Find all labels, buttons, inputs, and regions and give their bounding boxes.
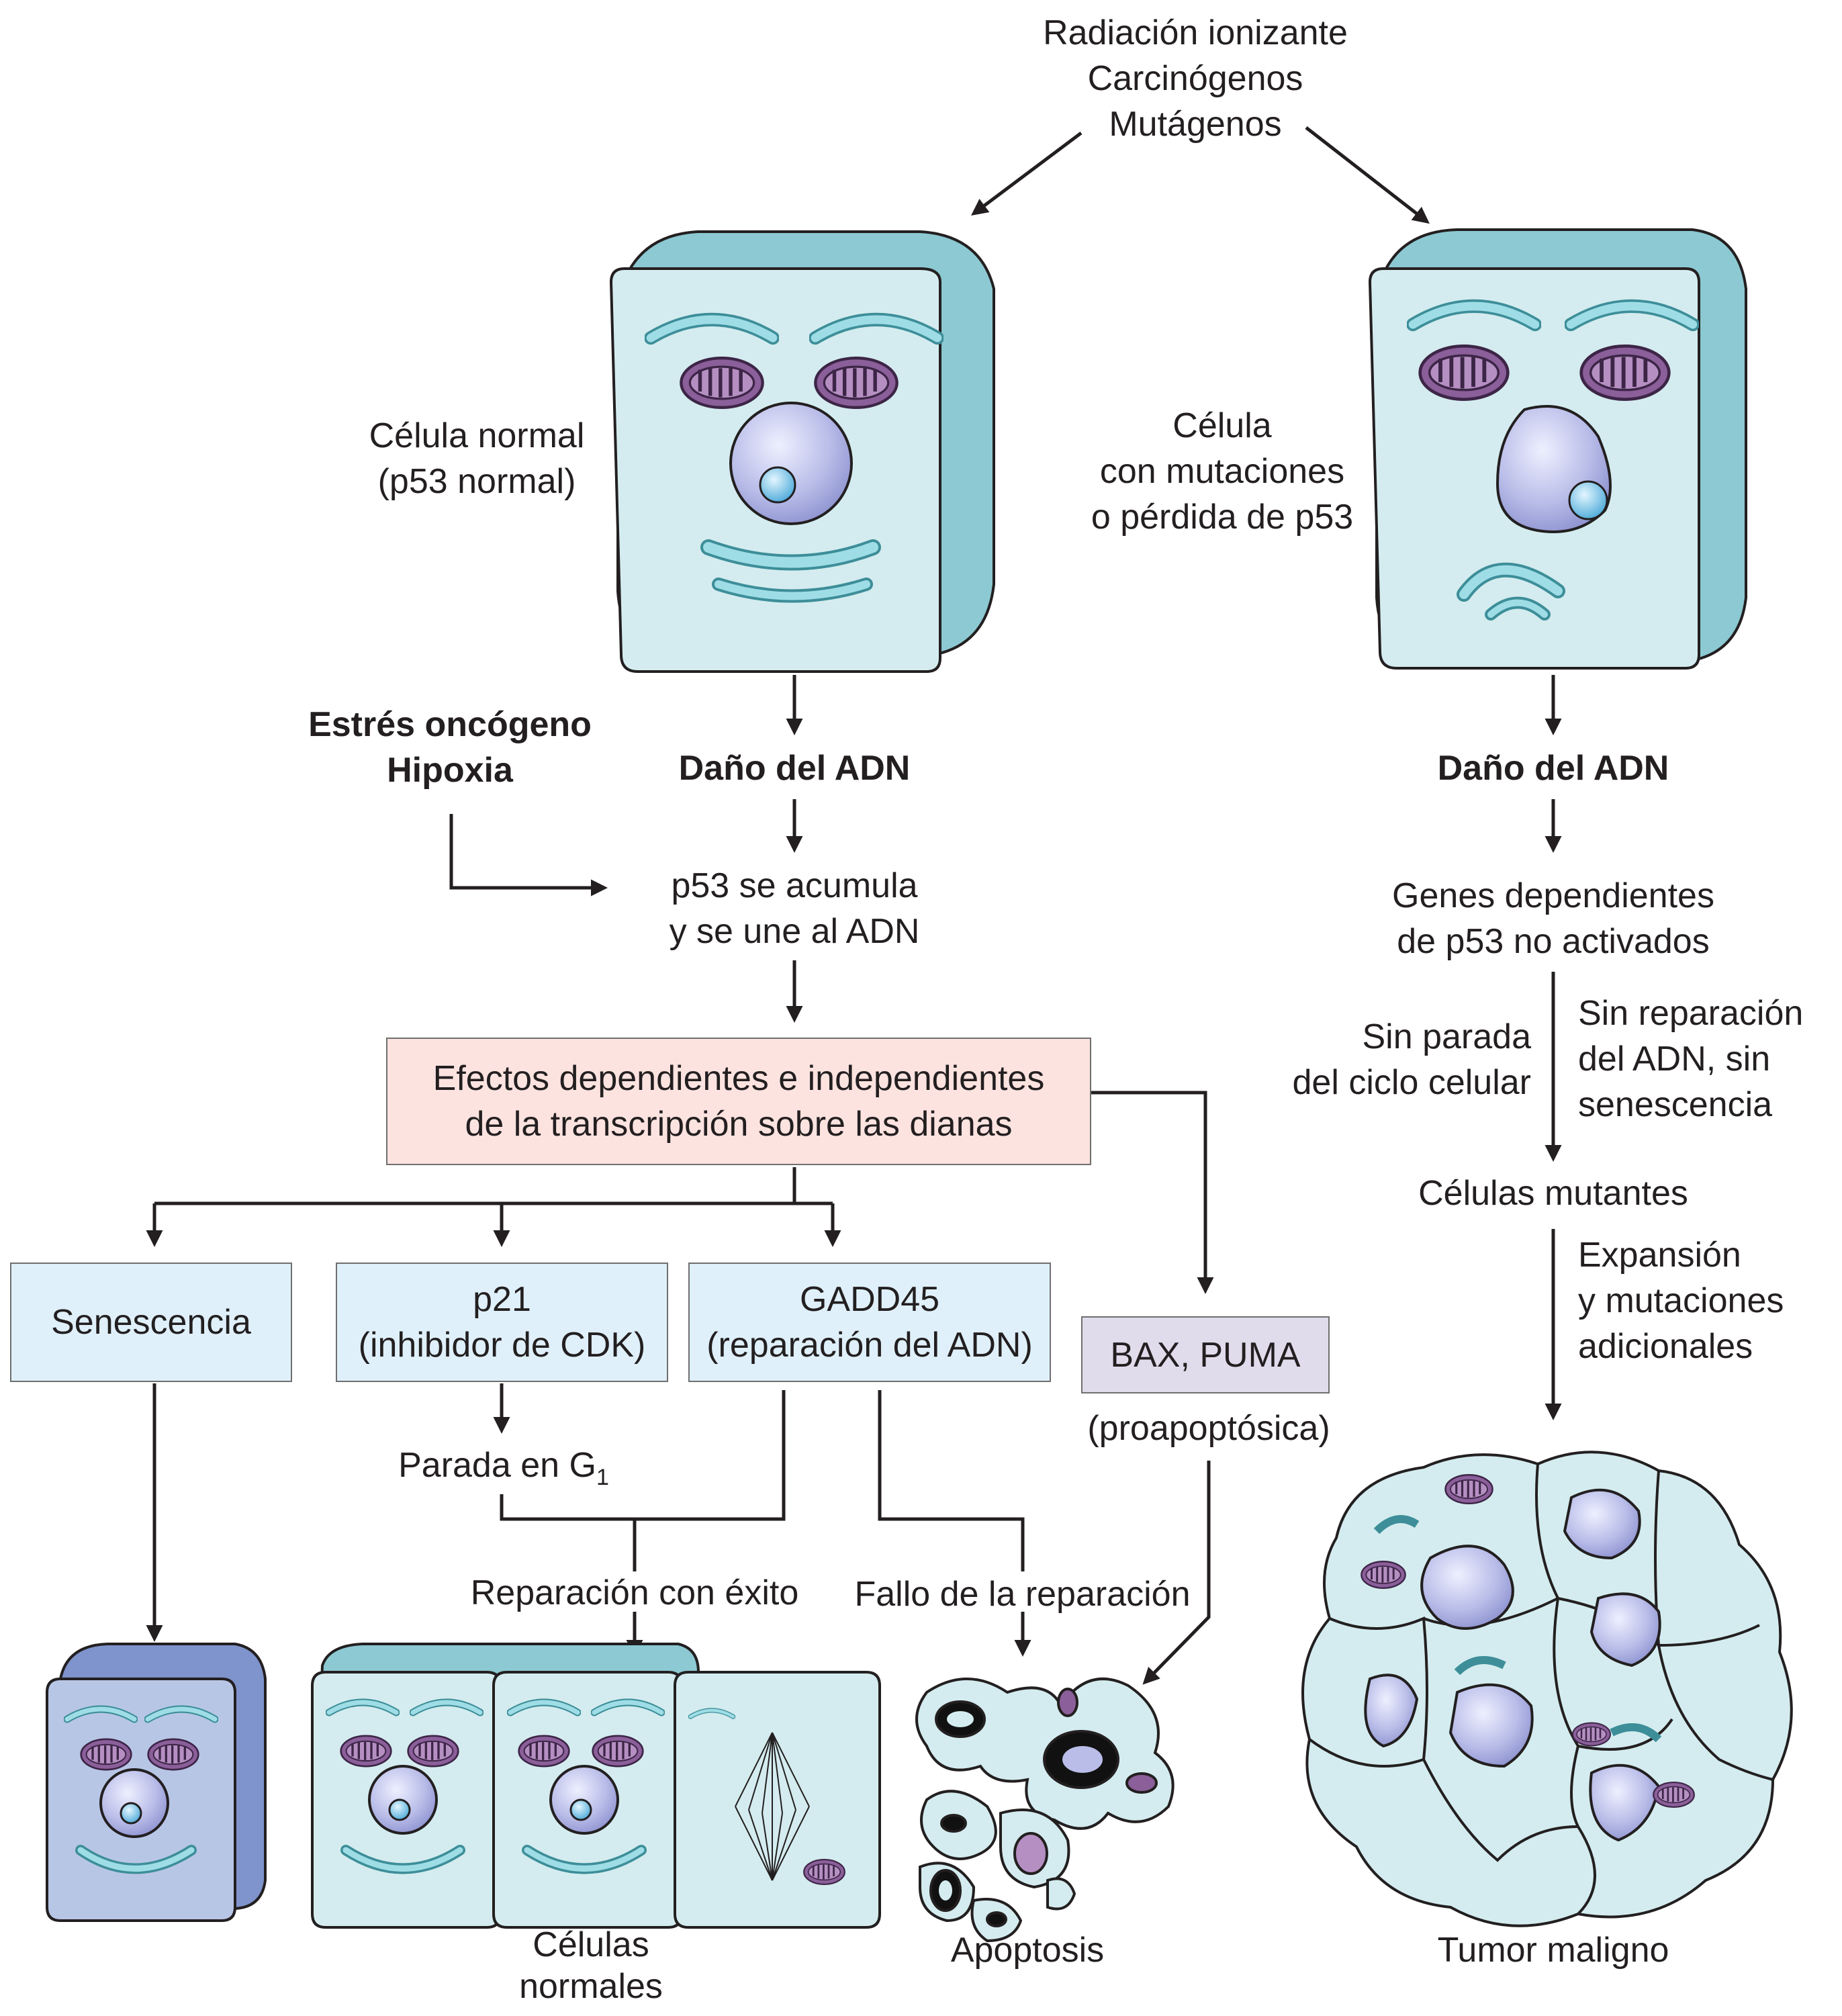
- tumor-illustration: [1301, 1451, 1793, 1927]
- p21-label-line2: (inhibidor de CDK): [358, 1326, 646, 1365]
- cause-mutagens: Mutágenos: [1109, 105, 1282, 144]
- dna-damage-left: Daño del ADN: [678, 749, 911, 788]
- no-cell-cycle-arrest-line1: Sin parada: [1362, 1017, 1531, 1056]
- no-cell-cycle-arrest-label: Sin parada del ciclo celular: [1236, 1014, 1532, 1105]
- repair-success-label: Reparación con éxito: [470, 1573, 799, 1612]
- senescent-cell-illustration: [46, 1643, 267, 1922]
- g1-arrest-subscript: 1: [596, 1465, 609, 1490]
- transcription-effects-line2: de la transcripción sobre las dianas: [465, 1105, 1013, 1144]
- senescence-box: Senescencia: [10, 1263, 292, 1382]
- normal-cells-label-line2: normales: [519, 1967, 663, 2006]
- p53-accumulates-label: p53 se acumula y se une al ADN: [620, 863, 969, 954]
- stress-label: Estrés oncógeno Hipoxia: [282, 702, 618, 793]
- p21-box: p21 (inhibidor de CDK): [336, 1263, 668, 1382]
- no-dna-repair-line3: senescencia: [1578, 1085, 1773, 1124]
- gadd45-label-line1: GADD45: [799, 1280, 940, 1319]
- no-dna-repair-line1: Sin reparación: [1578, 994, 1804, 1033]
- genes-not-activated-line2: de p53 no activados: [1397, 922, 1710, 961]
- genes-not-activated-line1: Genes dependientes: [1392, 876, 1714, 915]
- genes-not-activated-label: Genes dependientes de p53 no activados: [1345, 873, 1761, 964]
- dna-damage-right: Daño del ADN: [1437, 749, 1669, 788]
- senescence-label: Senescencia: [51, 1303, 251, 1342]
- mutant-cell-label: Célula con mutaciones o pérdida de p53: [1071, 403, 1373, 540]
- normal-cell-illustration: [609, 230, 995, 673]
- gadd45-label-line2: (reparación del ADN): [706, 1326, 1033, 1365]
- mutant-cell-label-line1: Célula: [1172, 406, 1272, 445]
- transcription-effects-box: Efectos dependientes e independientes de…: [386, 1038, 1091, 1165]
- g1-arrest-label: Parada en G1: [363, 1442, 645, 1490]
- no-dna-repair-label: Sin reparación del ADN, sin senescencia: [1578, 991, 1833, 1128]
- expansion-line2: y mutaciones: [1578, 1281, 1784, 1320]
- p21-label-line1: p21: [473, 1280, 531, 1319]
- g1-arrest-text: Parada en G: [398, 1446, 596, 1485]
- expansion-line1: Expansión: [1578, 1236, 1741, 1275]
- no-dna-repair-line2: del ADN, sin: [1578, 1040, 1771, 1079]
- apoptosis-illustration: [915, 1678, 1175, 1943]
- normal-cell-label: Célula normal (p53 normal): [349, 413, 604, 504]
- expansion-label: Expansión y mutaciones adicionales: [1578, 1232, 1833, 1369]
- proapoptotic-label: (proapoptósica): [1087, 1409, 1330, 1448]
- mutant-cell-label-line3: o pérdida de p53: [1091, 498, 1354, 537]
- apoptosis-label: Apoptosis: [950, 1931, 1105, 1970]
- bax-puma-label: BAX, PUMA: [1110, 1335, 1301, 1375]
- repair-failure-label: Fallo de la reparación: [854, 1575, 1191, 1614]
- mutant-cells-label: Células mutantes: [1418, 1174, 1688, 1213]
- normal-cell-label-line1: Célula normal: [369, 416, 585, 455]
- gadd45-box: GADD45 (reparación del ADN): [688, 1263, 1051, 1382]
- malignant-tumor-label: Tumor maligno: [1437, 1931, 1669, 1970]
- no-cell-cycle-arrest-line2: del ciclo celular: [1292, 1063, 1532, 1102]
- stress-label-line2: Hipoxia: [387, 751, 513, 790]
- arrows: [146, 126, 1562, 1685]
- normal-cells-label: Células normales: [457, 1924, 725, 2007]
- mutant-cell-illustration: [1368, 228, 1747, 670]
- cause-radiation: Radiación ionizante: [1043, 13, 1348, 52]
- normal-cells-label-line1: Células: [533, 1925, 649, 1964]
- normal-cells-illustration: [311, 1643, 881, 1929]
- cause-carcinogens: Carcinógenos: [1087, 59, 1303, 98]
- p53-accumulates-line1: p53 se acumula: [671, 866, 918, 905]
- bax-puma-box: BAX, PUMA: [1081, 1316, 1330, 1393]
- expansion-line3: adicionales: [1578, 1327, 1753, 1366]
- mutant-cell-label-line2: con mutaciones: [1099, 452, 1345, 491]
- causes-label: Radiación ionizante Carcinógenos Mutágen…: [1027, 10, 1363, 147]
- stress-label-line1: Estrés oncógeno: [308, 705, 592, 744]
- transcription-effects-line1: Efectos dependientes e independientes: [432, 1059, 1045, 1098]
- p53-accumulates-line2: y se une al ADN: [669, 912, 920, 951]
- normal-cell-label-line2: (p53 normal): [377, 462, 576, 501]
